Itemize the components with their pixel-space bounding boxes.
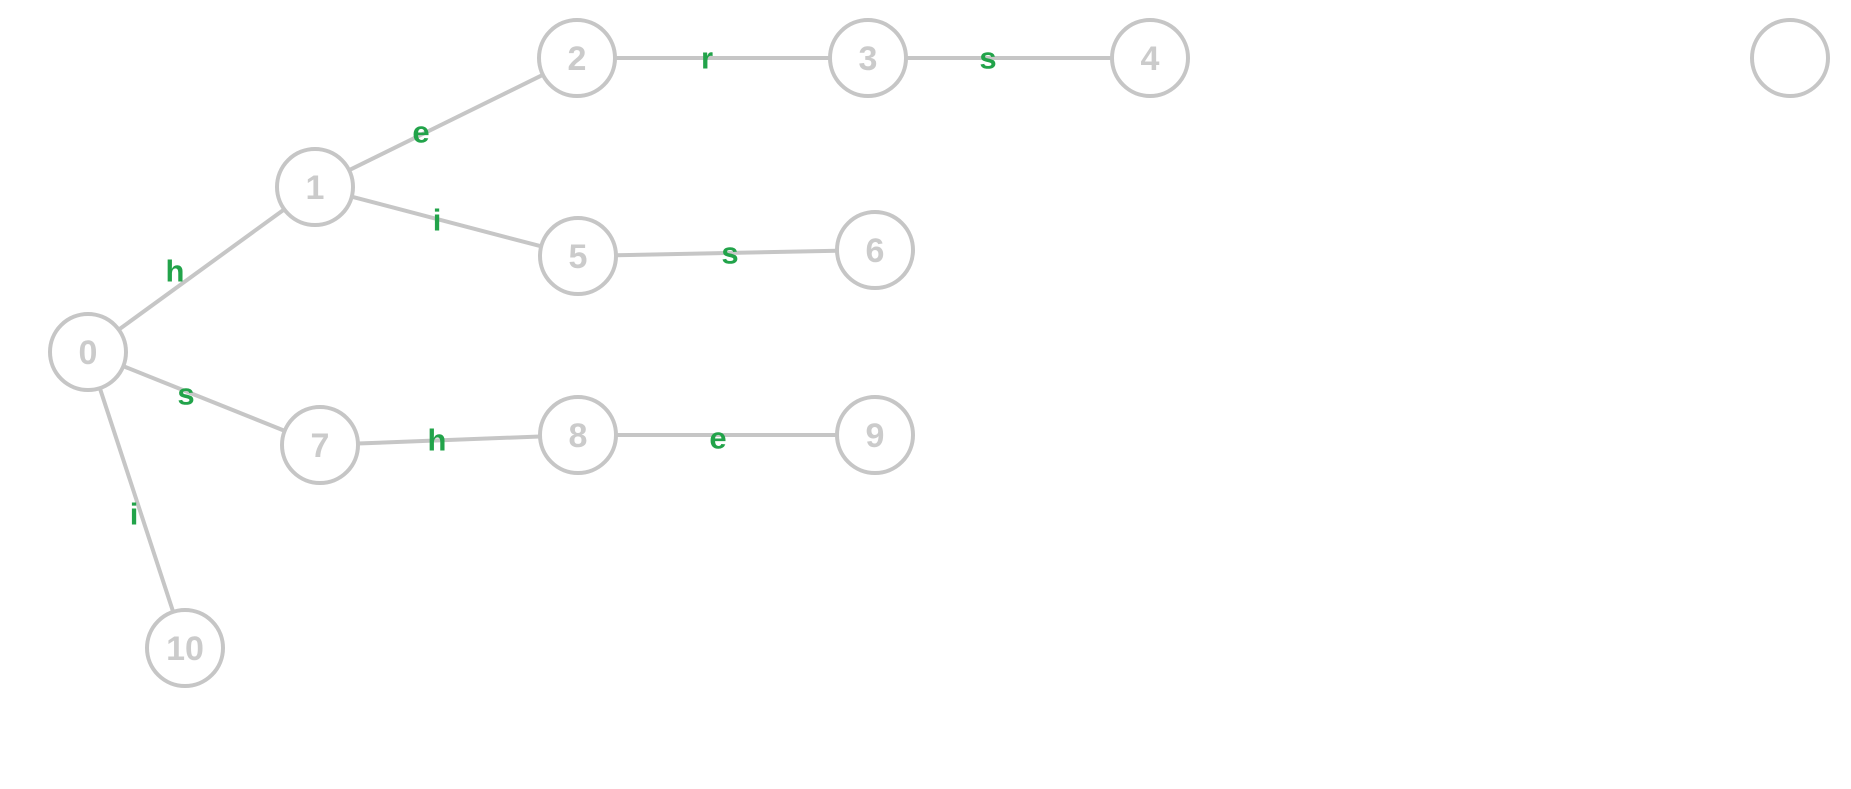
- nodes-layer: 0 1 2 3 4 5 6 7 8 9 10: [48, 18, 1830, 688]
- node-circle[interactable]: [537, 18, 617, 98]
- graph-node-10[interactable]: 10: [145, 608, 225, 688]
- node-circle[interactable]: [538, 216, 618, 296]
- graph-node-6[interactable]: 6: [835, 210, 915, 290]
- edge-label: i: [433, 203, 442, 238]
- node-circle[interactable]: [280, 405, 360, 485]
- edge-labels-layer: h e r s i s s h e i: [130, 41, 997, 532]
- graph-node-9[interactable]: 9: [835, 395, 915, 475]
- node-label: 5: [569, 238, 588, 276]
- edge-label: h: [428, 423, 447, 458]
- node-label: 0: [79, 334, 98, 372]
- node-circle[interactable]: [835, 210, 915, 290]
- node-label: 3: [859, 40, 878, 78]
- graph-node-unlabeled[interactable]: [1750, 18, 1830, 98]
- graph-edge: [122, 364, 286, 433]
- graph-node-7[interactable]: 7: [280, 405, 360, 485]
- node-circle[interactable]: [1110, 18, 1190, 98]
- edges-layer: [97, 56, 1112, 613]
- edge-label: s: [721, 236, 738, 271]
- node-label: 7: [311, 427, 330, 465]
- node-circle[interactable]: [145, 608, 225, 688]
- node-label: 10: [166, 630, 204, 668]
- graph-edge: [348, 72, 544, 173]
- graph-edge: [97, 387, 176, 613]
- edge-label: i: [130, 497, 139, 532]
- graph-node-5[interactable]: 5: [538, 216, 618, 296]
- graph-node-2[interactable]: 2: [537, 18, 617, 98]
- node-circle[interactable]: [828, 18, 908, 98]
- node-circle[interactable]: [835, 395, 915, 475]
- node-circle[interactable]: [275, 147, 355, 227]
- graph-edge: [351, 194, 542, 249]
- node-circle[interactable]: [1750, 18, 1830, 98]
- node-label: 4: [1141, 40, 1160, 78]
- edge-label: h: [166, 254, 185, 289]
- edge-label: e: [709, 421, 726, 456]
- graph-node-4[interactable]: 4: [1110, 18, 1190, 98]
- node-label: 9: [866, 417, 885, 455]
- graph-node-8[interactable]: 8: [538, 395, 618, 475]
- edge-label: s: [177, 377, 194, 412]
- node-label: 8: [569, 417, 588, 455]
- graph-edge: [357, 434, 541, 446]
- graph-edge: [615, 248, 838, 258]
- node-label: 1: [306, 169, 325, 207]
- node-circle[interactable]: [538, 395, 618, 475]
- edge-label: r: [701, 41, 713, 76]
- graph-node-1[interactable]: 1: [275, 147, 355, 227]
- edge-label: e: [412, 115, 429, 150]
- node-circle[interactable]: [48, 312, 128, 392]
- graph-edge: [117, 207, 286, 332]
- graph-node-3[interactable]: 3: [828, 18, 908, 98]
- node-label: 6: [866, 232, 885, 270]
- node-label: 2: [568, 40, 587, 78]
- edge-label: s: [979, 41, 996, 76]
- graph-node-0[interactable]: 0: [48, 312, 128, 392]
